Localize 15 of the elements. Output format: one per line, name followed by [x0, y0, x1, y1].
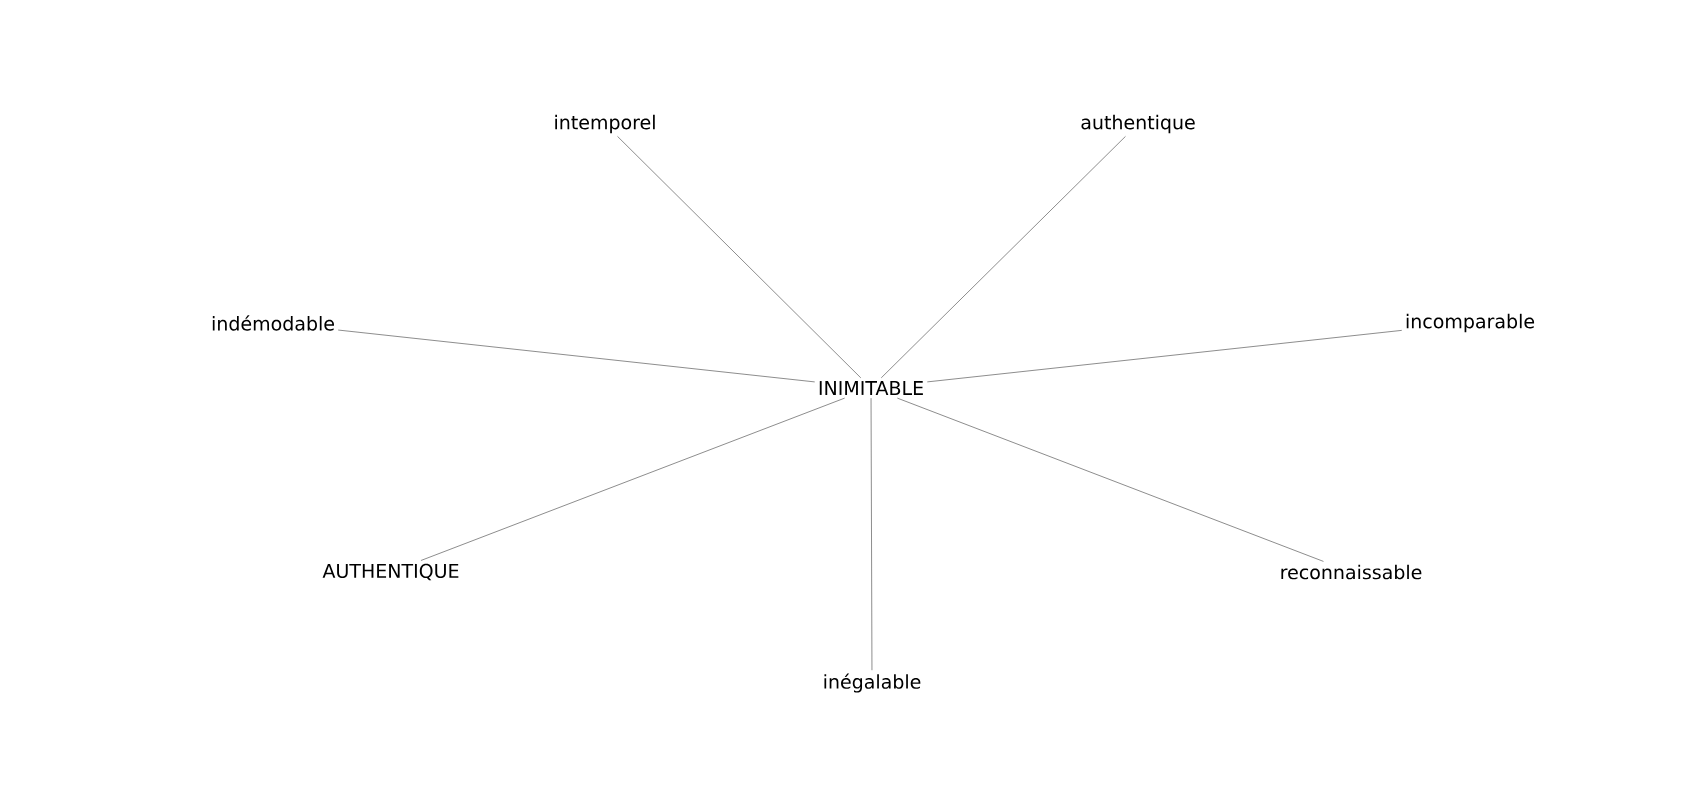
- word-label: indémodable: [212, 315, 334, 331]
- connector-line: [880, 135, 1126, 379]
- word-label: reconnaissable: [1281, 564, 1422, 580]
- connector-line: [337, 329, 816, 383]
- connector-line: [896, 397, 1324, 562]
- connector-line: [420, 397, 846, 561]
- word-label: authentique: [1081, 114, 1195, 134]
- word-label: inégalable: [824, 673, 921, 693]
- word-label: INIMITABLE: [819, 381, 923, 395]
- word-label: incomparable: [1406, 313, 1535, 333]
- connector-line: [870, 397, 873, 671]
- connector-line: [617, 135, 862, 379]
- word-label: intemporel: [555, 114, 655, 134]
- word-label: AUTHENTIQUE: [322, 563, 459, 581]
- connector-line: [926, 329, 1403, 383]
